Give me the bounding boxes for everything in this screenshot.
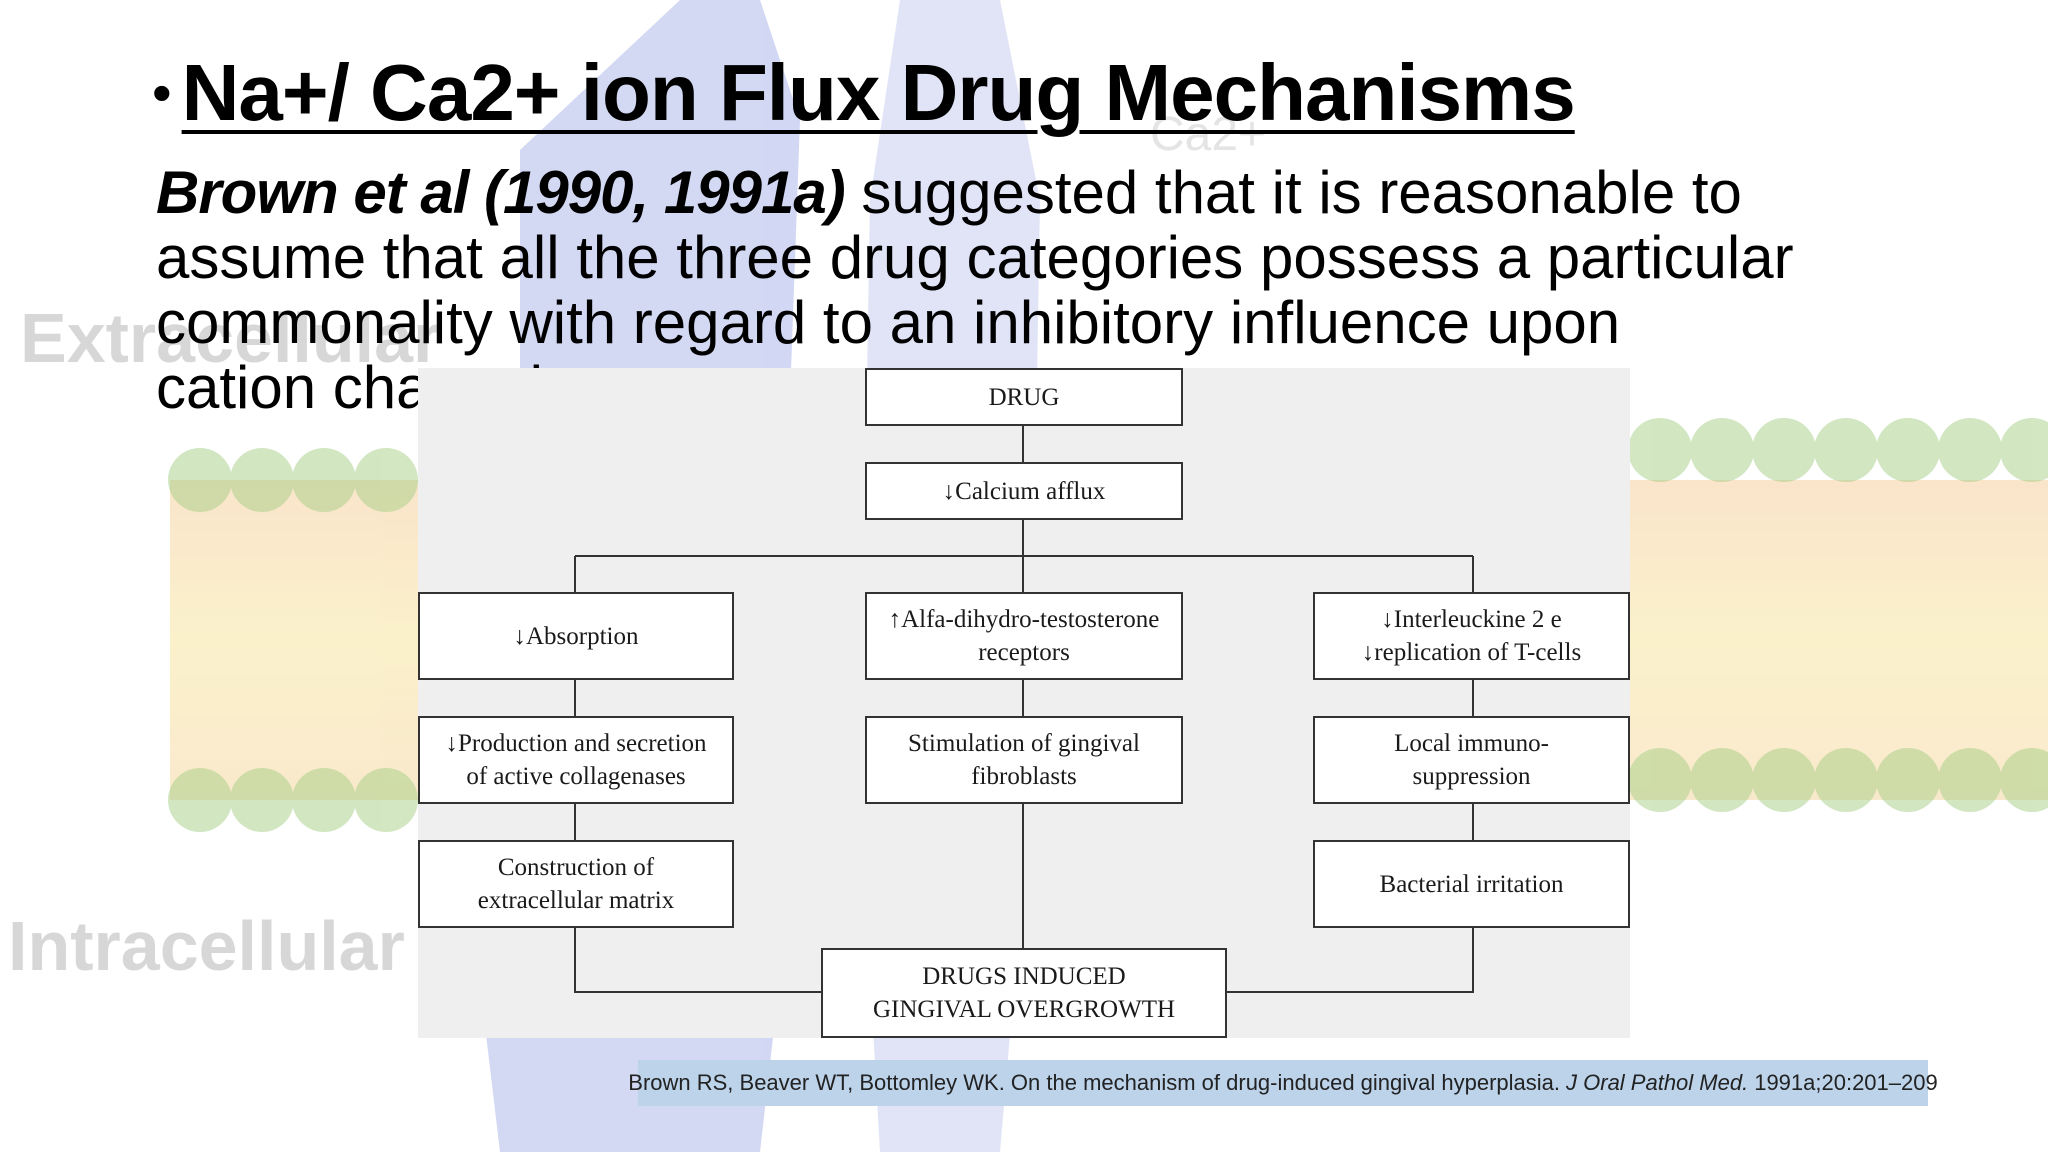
title-bullet: • [152,61,172,124]
absorption-label: ↓Absorption [513,622,639,650]
reference-caption: Brown RS, Beaver WT, Bottomley WK. On th… [628,1060,1938,1106]
alfa-receptors-box: ↑Alfa-dihydro-testosterone receptors [865,592,1183,680]
production-line1: ↓Production and secretion [445,730,707,757]
reference-authors: Brown RS, Beaver WT, Bottomley WK. On th… [628,1070,1561,1095]
bacterial-label: Bacterial irritation [1379,870,1564,898]
absorption-box: ↓Absorption [418,592,734,680]
production-line2: of active collagenases [466,763,686,790]
body-text: suggested that it is reasonable to assum… [156,159,1794,421]
immunosuppression-box: Local immuno- suppression [1313,716,1630,804]
intracellular-label: Intracellular [8,907,405,985]
reference-journal: J Oral Pathol Med. [1566,1070,1749,1095]
local-line2: suppression [1412,763,1531,790]
slide-paragraph: Brown et al (1990, 1991a) suggested that… [156,160,1796,420]
stimulation-line2: fibroblasts [971,763,1077,790]
extracellular-matrix-box: Construction of extracellular matrix [418,840,734,928]
drug-box: DRUG [865,368,1183,426]
collagenases-box: ↓Production and secretion of active coll… [418,716,734,804]
ion-label: Ca2+ [1150,108,1266,161]
reference-details: 1991a;20:201–209 [1754,1070,1938,1095]
gingival-overgrowth-box: DRUGS INDUCED GINGIVAL OVERGROWTH [821,948,1227,1038]
construction-line2: extracellular matrix [477,887,675,914]
bacterial-irritation-box: Bacterial irritation [1313,840,1630,928]
alfa-line2: receptors [978,639,1070,666]
drug-label: DRUG [988,383,1060,411]
stimulation-line1: Stimulation of gingival [908,730,1140,757]
slide-title-row: • Na+/ Ca2+ ion Flux Drug Mechanisms [152,48,1576,148]
slide-title: Na+/ Ca2+ ion Flux Drug Mechanisms [181,48,1576,137]
alfa-line1: ↑Alfa-dihydro-testosterone [888,606,1160,633]
result-line2: GINGIVAL OVERGROWTH [872,996,1176,1023]
interleukine-box: ↓Interleuckine 2 e ↓replication of T-cel… [1313,592,1630,680]
citation-text: Brown et al (1990, 1991a) [156,159,846,226]
construction-line1: Construction of [497,854,655,881]
calcium-afflux-box: ↓Calcium afflux [865,462,1183,520]
result-line1: DRUGS INDUCED [922,963,1126,990]
mechanism-flowchart: DRUG ↓Calcium afflux ↓Absorption ↑Alfa-d… [418,368,1630,1038]
fibroblasts-box: Stimulation of gingival fibroblasts [865,716,1183,804]
interleukine-line2: ↓replication of T-cells [1361,639,1582,666]
local-line1: Local immuno- [1394,730,1549,757]
flowchart-connectors [574,426,1474,993]
interleukine-line1: ↓Interleuckine 2 e [1381,606,1562,633]
calcium-afflux-label: ↓Calcium afflux [942,477,1106,505]
extracellular-label: Extracellular [20,299,440,377]
